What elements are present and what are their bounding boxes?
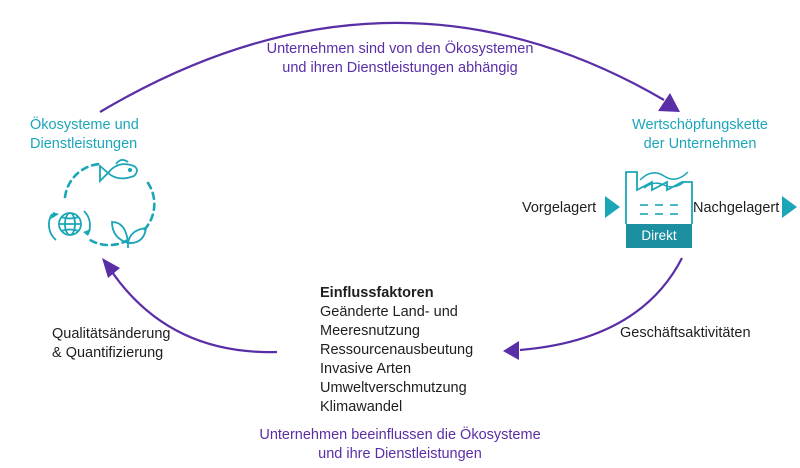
dependency-caption-line: und ihren Dienstleistungen abhängig — [282, 60, 518, 76]
ecosystems-title-line: Dienstleistungen — [30, 136, 138, 152]
drivers-list: Einflussfaktoren Geänderte Land- und Mee… — [320, 284, 520, 417]
impact-caption: Unternehmen beeinflussen die Ökosysteme … — [180, 426, 620, 464]
driver-item: Invasive Arten — [320, 361, 412, 377]
downstream-marker — [782, 196, 797, 218]
upstream-label: Vorgelagert — [522, 200, 597, 216]
driver-item: Ressourcenausbeutung — [320, 342, 474, 358]
activities-arrow — [519, 257, 683, 352]
direct-box — [626, 224, 692, 248]
value-chain-title-line: der Unternehmen — [643, 136, 757, 152]
quality-change-line: Qualitätsänderung — [52, 326, 171, 342]
value-chain-title: Wertschöpfungskette der Unternehmen — [600, 116, 800, 154]
ecosystems-title: Ökosysteme und Dienstleistungen — [30, 116, 190, 154]
impact-caption-line: und ihre Dienstleistungen — [318, 446, 482, 462]
impact-caption-line: Unternehmen beeinflussen die Ökosysteme — [259, 427, 541, 443]
direct-label: Direkt — [641, 228, 677, 243]
driver-item: Geänderte Land- und — [320, 304, 458, 320]
driver-item: Meeresnutzung — [320, 323, 420, 339]
impact-arrowhead — [102, 258, 120, 278]
drivers-heading: Einflussfaktoren — [320, 285, 434, 301]
dependency-arrow — [99, 21, 665, 113]
upstream-marker — [605, 196, 620, 218]
business-activities-label: Geschäftsaktivitäten — [620, 325, 751, 341]
fish-icon — [99, 159, 138, 184]
quality-change-line: & Quantifizierung — [52, 345, 164, 361]
dependency-caption-line: Unternehmen sind von den Ökosystemen — [266, 41, 534, 57]
driver-item: Klimawandel — [320, 399, 403, 415]
leaf-icon — [111, 221, 148, 248]
impact-arrow — [111, 271, 278, 354]
driver-item: Umweltverschmutzung — [320, 380, 467, 396]
dependency-caption: Unternehmen sind von den Ökosystemen und… — [180, 40, 620, 78]
downstream-label: Nachgelagert — [693, 200, 780, 216]
factory-icon — [625, 171, 693, 248]
activities-arrowhead — [503, 341, 519, 360]
globe-icon — [48, 210, 91, 241]
value-chain-title-line: Wertschöpfungskette — [632, 117, 768, 133]
dependency-arrowhead — [658, 93, 680, 112]
cycle-arrows-icon — [63, 162, 156, 247]
quality-change-label: Qualitätsänderung & Quantifizierung — [52, 325, 171, 363]
ecosystems-title-line: Ökosysteme und — [30, 117, 139, 133]
